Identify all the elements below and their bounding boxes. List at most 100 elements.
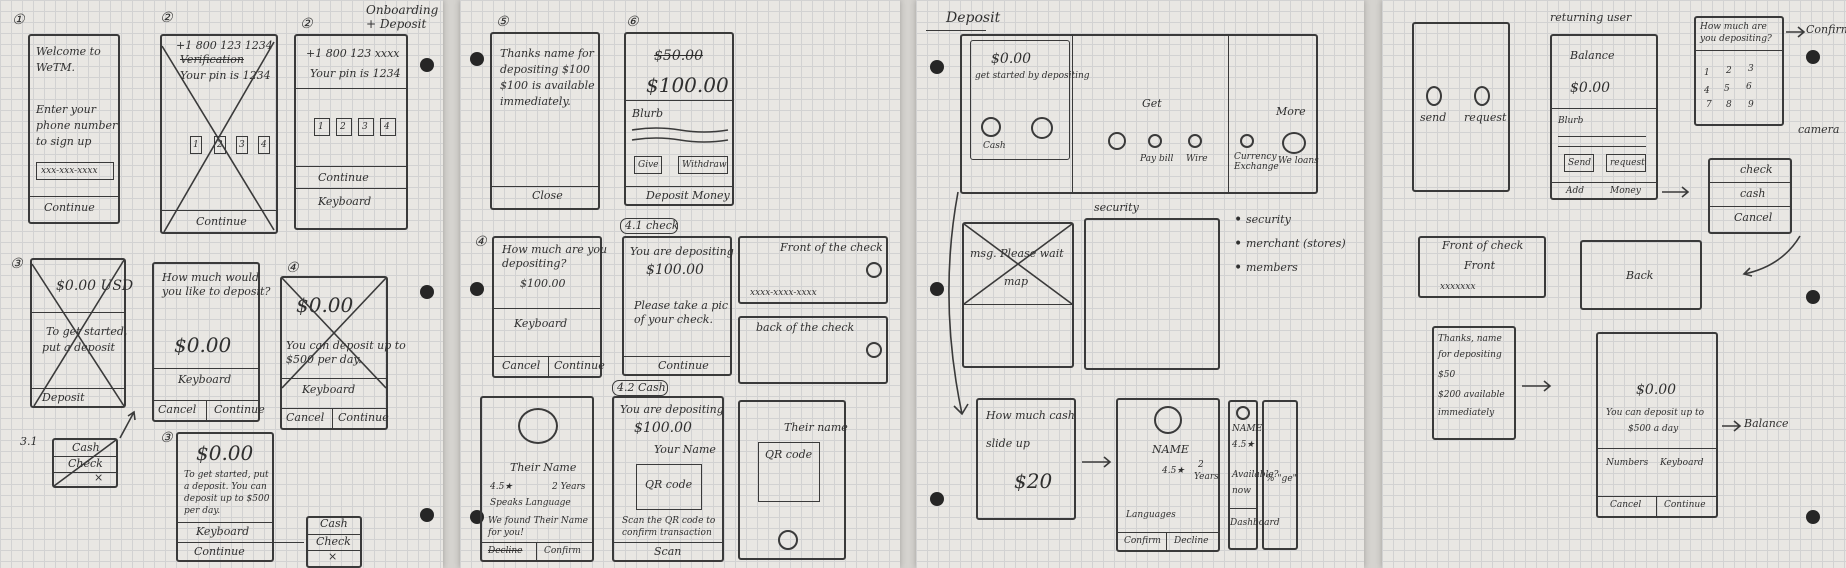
cancel-button[interactable]: Cancel bbox=[286, 411, 325, 424]
pin-box[interactable]: 3 bbox=[236, 136, 248, 154]
check-number: xxxxxxx bbox=[1440, 282, 1476, 292]
loans-icon[interactable] bbox=[1282, 132, 1306, 154]
wait-message: msg. Please wait bbox=[970, 247, 1064, 260]
give-button[interactable]: Give bbox=[634, 156, 662, 174]
agent-language: Speaks Language bbox=[490, 498, 571, 508]
keypad-key[interactable]: 8 bbox=[1726, 100, 1732, 110]
send-button[interactable]: Send bbox=[1564, 154, 1594, 172]
continue-button[interactable]: Continue bbox=[554, 359, 605, 372]
keypad-key[interactable]: 2 bbox=[1726, 66, 1732, 76]
onboarding-balance-screen: $0.00 To get started, put a deposit. You… bbox=[176, 432, 274, 562]
cash-amount-screen: How much cash slide up $20 bbox=[976, 398, 1076, 520]
menu-close[interactable]: × bbox=[328, 550, 338, 563]
get-icon[interactable] bbox=[1108, 132, 1126, 150]
add-money-button[interactable]: Add bbox=[1566, 186, 1585, 196]
qr-scan-screen: Their name QR code bbox=[738, 400, 848, 560]
balance-display: $0.00 bbox=[1570, 80, 1611, 96]
keypad-key[interactable]: 3 bbox=[1748, 64, 1754, 74]
thanks-line: immediately. bbox=[500, 95, 571, 108]
pin-box[interactable]: 1 bbox=[190, 136, 202, 154]
shutter-icon[interactable] bbox=[866, 342, 882, 358]
decline-button[interactable]: Decline bbox=[1174, 536, 1209, 546]
continue-button[interactable]: Continue bbox=[214, 403, 265, 416]
shutter-icon[interactable] bbox=[866, 262, 882, 278]
qr-code: QR code bbox=[758, 442, 820, 502]
dashboard-button[interactable]: Dashboard bbox=[1230, 518, 1280, 528]
pin-box[interactable]: 4 bbox=[258, 136, 270, 154]
amount-display: $100.00 bbox=[634, 420, 692, 436]
keyboard-area[interactable]: Keyboard bbox=[178, 373, 232, 386]
option-icon[interactable] bbox=[1031, 117, 1053, 139]
binder-hole bbox=[420, 508, 434, 522]
step-number: ⑥ bbox=[626, 14, 639, 30]
pin-box[interactable]: 2 bbox=[336, 118, 352, 136]
menu-cash[interactable]: Cash bbox=[320, 517, 348, 530]
close-button[interactable]: Close bbox=[532, 189, 563, 202]
continue-button[interactable]: Continue bbox=[44, 201, 95, 214]
pin-box[interactable]: 3 bbox=[358, 118, 374, 136]
amount-display: $0.00 bbox=[1636, 382, 1677, 398]
continue-button[interactable]: Continue bbox=[196, 215, 247, 228]
binder-hole bbox=[1806, 50, 1820, 64]
confirm-button[interactable]: Confirm bbox=[1124, 536, 1161, 546]
balance-label: Balance bbox=[1570, 49, 1615, 62]
keypad-key[interactable]: 4 bbox=[1704, 86, 1710, 96]
send-label: send bbox=[1420, 111, 1447, 124]
numbers-area[interactable]: Numbers bbox=[1606, 458, 1649, 468]
amount-display: $20 bbox=[1014, 469, 1053, 493]
menu-close[interactable]: × bbox=[94, 471, 104, 484]
info-line: To get started, bbox=[46, 325, 128, 338]
cancel-button[interactable]: Cancel bbox=[502, 359, 541, 372]
shutter-icon[interactable] bbox=[778, 530, 798, 550]
continue-button[interactable]: Continue bbox=[1664, 500, 1706, 510]
keyboard-area[interactable]: Keyboard bbox=[302, 383, 356, 396]
continue-button[interactable]: Continue bbox=[194, 545, 245, 558]
currency-icon[interactable] bbox=[1240, 134, 1254, 148]
cash-icon[interactable] bbox=[981, 117, 1001, 137]
withdraw-button[interactable]: Withdraw bbox=[678, 156, 728, 174]
menu-cash[interactable]: Cash bbox=[72, 441, 100, 454]
request-button[interactable]: request bbox=[1606, 154, 1646, 172]
pin-box[interactable]: 4 bbox=[380, 118, 396, 136]
agent-rating: 4.5★ bbox=[490, 482, 513, 492]
cancel-button[interactable]: Cancel bbox=[158, 403, 197, 416]
request-icon[interactable] bbox=[1474, 86, 1490, 106]
keyboard-area[interactable]: Keyboard bbox=[1660, 458, 1704, 468]
keyboard-area[interactable]: Keyboard bbox=[196, 525, 250, 538]
amount-display: $0.00 bbox=[196, 441, 254, 465]
step-number: ④ bbox=[286, 260, 299, 276]
agent-name: Their name bbox=[784, 421, 848, 434]
thanks-screen: Thanks, name for depositing $50 $200 ava… bbox=[1432, 326, 1516, 440]
add-money-button[interactable]: Money bbox=[1610, 186, 1641, 196]
info-line: a deposit. You can bbox=[184, 482, 267, 492]
scan-button[interactable]: Scan bbox=[654, 545, 682, 558]
keyboard-area[interactable]: Keyboard bbox=[514, 317, 568, 330]
agent-name: NAME bbox=[1152, 443, 1189, 456]
phone-input[interactable]: xxx-xxx-xxxx bbox=[36, 162, 114, 180]
keypad-key[interactable]: 1 bbox=[1704, 68, 1710, 78]
menu-check[interactable]: Check bbox=[316, 535, 351, 548]
menu-check[interactable]: check bbox=[1740, 163, 1773, 176]
please-wait-screen: msg. Please wait map bbox=[962, 222, 1074, 368]
cash-qr-screen: You are depositing $100.00 Your Name QR … bbox=[612, 396, 724, 562]
pay-bill-icon[interactable] bbox=[1148, 134, 1162, 148]
keyboard-area[interactable]: Keyboard bbox=[318, 195, 372, 208]
keypad-key[interactable]: 7 bbox=[1706, 100, 1712, 110]
pin-box[interactable]: 1 bbox=[314, 118, 330, 136]
deposit-money-button[interactable]: Deposit Money bbox=[646, 189, 730, 202]
keypad-key[interactable]: 5 bbox=[1724, 84, 1730, 94]
send-icon[interactable] bbox=[1426, 86, 1442, 106]
deposit-button[interactable]: Deposit bbox=[42, 391, 85, 404]
menu-cancel[interactable]: Cancel bbox=[1734, 211, 1773, 224]
wire-icon[interactable] bbox=[1188, 134, 1202, 148]
cancel-button[interactable]: Cancel bbox=[1610, 500, 1642, 510]
continue-button[interactable]: Continue bbox=[338, 411, 389, 424]
decline-button[interactable]: Decline bbox=[488, 546, 523, 556]
continue-button[interactable]: Continue bbox=[658, 359, 709, 372]
amount-display: $100.00 bbox=[520, 277, 566, 290]
continue-button[interactable]: Continue bbox=[318, 171, 369, 184]
keypad-key[interactable]: 6 bbox=[1746, 82, 1752, 92]
keypad-key[interactable]: 9 bbox=[1748, 100, 1754, 110]
confirm-button[interactable]: Confirm bbox=[544, 546, 581, 556]
menu-cash[interactable]: cash bbox=[1740, 187, 1766, 200]
